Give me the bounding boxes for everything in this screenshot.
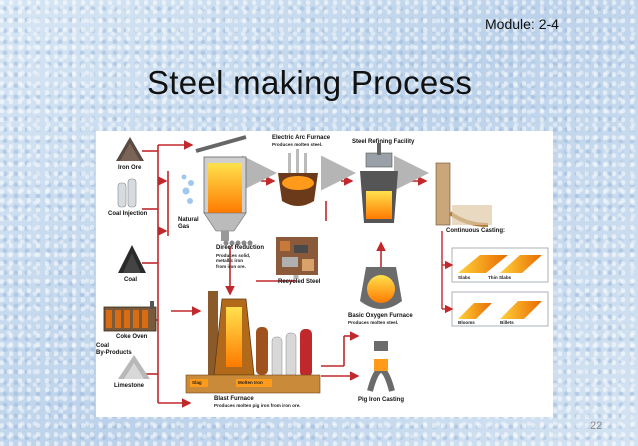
label-coal: Coal bbox=[124, 277, 138, 283]
label-natural-gas: Natural Gas bbox=[178, 217, 199, 230]
label-slag: Slag bbox=[192, 380, 202, 385]
label-steel-refining-facility: Steel Refining Facility bbox=[352, 139, 415, 145]
label-recycled-steel: Recycled Steel bbox=[278, 279, 321, 285]
coke-oven-icon bbox=[103, 301, 157, 332]
label-coal-injection: Coal Injection bbox=[108, 211, 148, 217]
direct-reduction-furnace-icon bbox=[195, 135, 247, 241]
label-electric-arc-furnace: Electric Arc Furnace bbox=[272, 135, 331, 141]
label-direct-reduction: Direct Reduction bbox=[216, 245, 265, 251]
natural-gas-icon bbox=[181, 174, 194, 204]
label-slabs: Slabs bbox=[458, 275, 471, 280]
label-billets: Billets bbox=[500, 320, 514, 325]
dri-pellets-icon bbox=[223, 240, 253, 246]
bloom-billet-bars-icon bbox=[458, 301, 542, 319]
module-label: Module: 2-4 bbox=[485, 16, 559, 32]
continuous-casting-machine-icon bbox=[435, 162, 492, 227]
label-basic-oxygen-furnace-desc: Produces molten steel. bbox=[348, 320, 399, 325]
label-blast-furnace-desc: Produces molten pig iron from iron ore. bbox=[214, 403, 301, 408]
process-illustration bbox=[103, 135, 549, 408]
blast-furnace-icon bbox=[185, 291, 321, 394]
label-coke-oven: Coke Oven bbox=[116, 334, 148, 340]
slide-title: Steel making Process bbox=[147, 64, 473, 101]
pig-iron-casting-icon bbox=[367, 341, 395, 392]
label-direct-reduction-desc: Produces solid, metallic iron from iron … bbox=[216, 253, 251, 269]
basic-oxygen-furnace-icon bbox=[360, 267, 402, 309]
coal-injection-tanks-icon bbox=[117, 178, 137, 208]
slab-bars-icon bbox=[458, 255, 542, 273]
label-continuous-casting: Continuous Casting: bbox=[446, 228, 505, 234]
label-coal-byproducts: Coal By-Products bbox=[96, 343, 132, 356]
steelmaking-diagram: Iron Ore Coal Injection Coal Coke Oven C… bbox=[96, 131, 553, 417]
electric-arc-furnace-icon bbox=[278, 149, 318, 206]
label-limestone: Limestone bbox=[114, 383, 145, 389]
label-molten-iron: Molten Iron bbox=[238, 380, 263, 385]
label-electric-arc-furnace-desc: Produces molten steel. bbox=[272, 142, 323, 147]
label-blooms: Blooms bbox=[458, 320, 475, 325]
label-thin-slabs: Thin Slabs bbox=[488, 275, 512, 280]
label-pig-iron-casting: Pig Iron Casting bbox=[358, 397, 405, 403]
label-blast-furnace: Blast Furnace bbox=[214, 396, 254, 402]
recycled-steel-scrap-icon bbox=[276, 237, 318, 275]
steel-refining-ladle-icon bbox=[360, 143, 398, 223]
label-iron-ore: Iron Ore bbox=[118, 165, 142, 171]
page-number: 22 bbox=[590, 420, 603, 432]
label-basic-oxygen-furnace: Basic Oxygen Furnace bbox=[348, 313, 413, 319]
